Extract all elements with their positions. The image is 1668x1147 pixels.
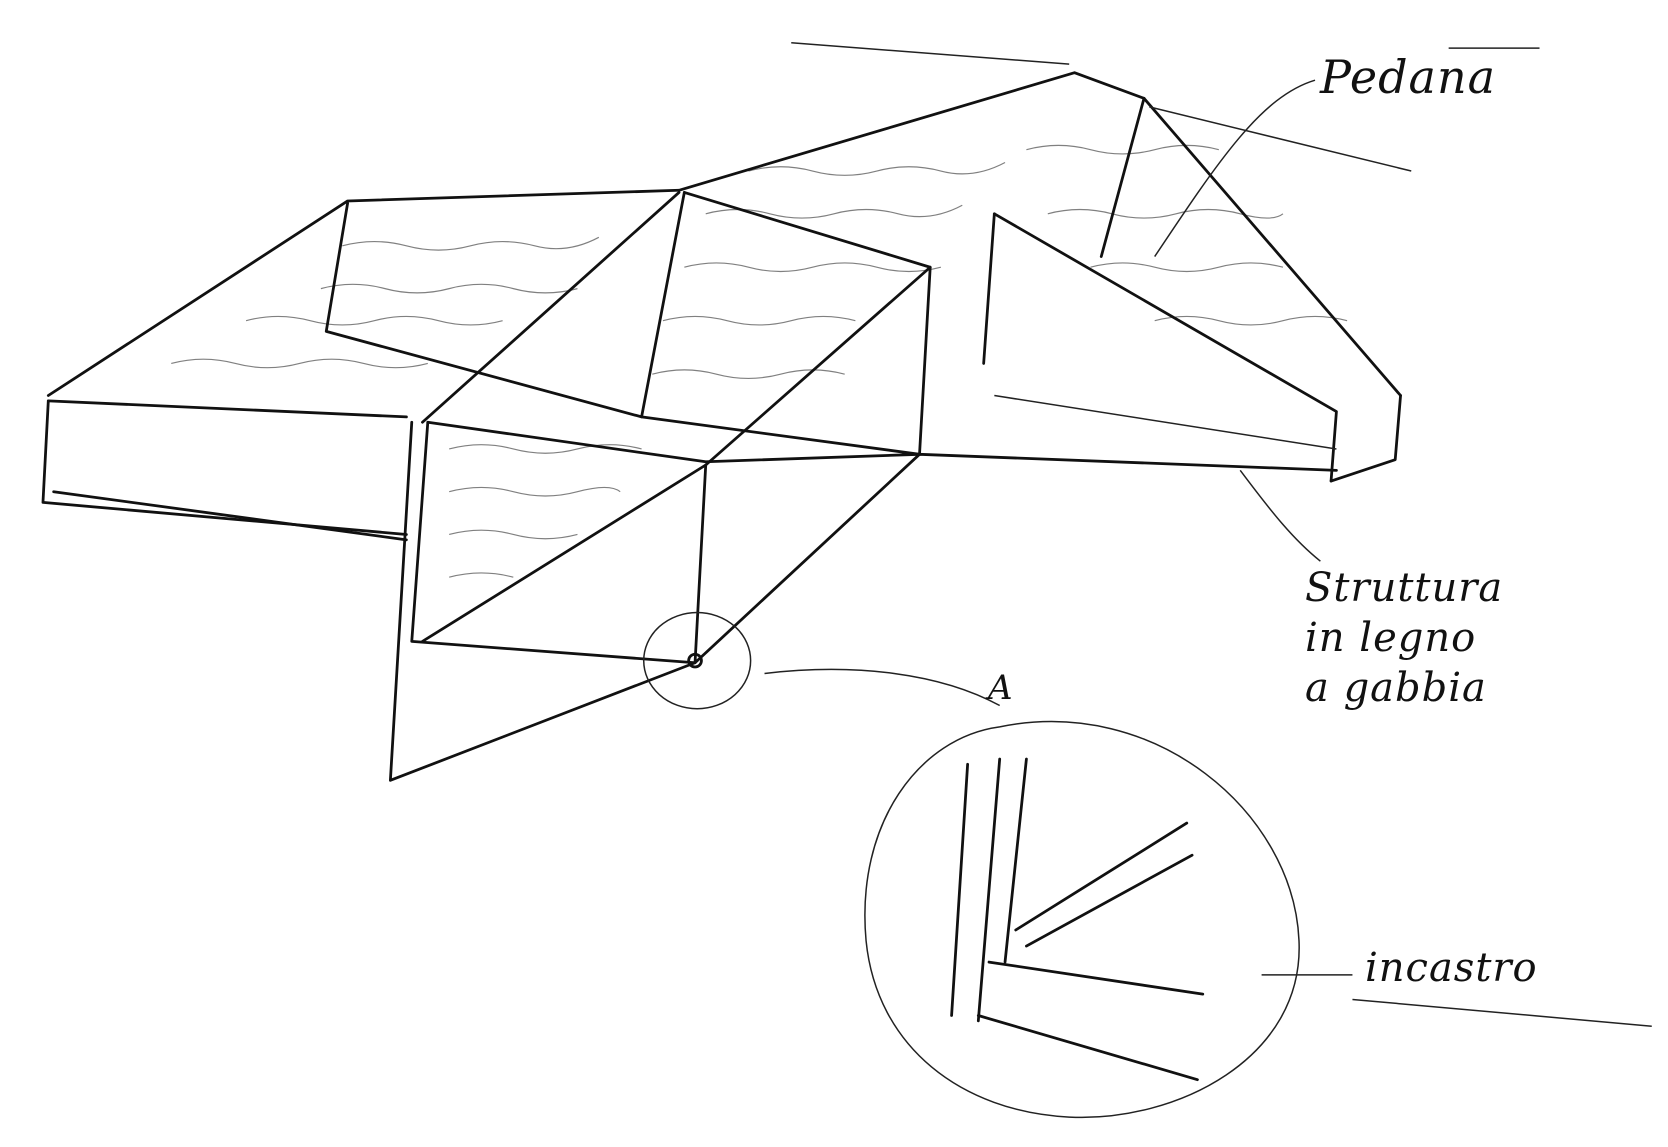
label-platform: Pedana	[1320, 50, 1497, 104]
label-structure-line-1: Struttura	[1305, 565, 1504, 611]
detail-callout	[642, 611, 1300, 1119]
label-structure: Struttura in legno a gabbia	[1305, 565, 1503, 711]
leader-lines	[1154, 47, 1652, 1027]
label-joint: incastro	[1365, 945, 1538, 991]
detail-marker-label: A	[988, 668, 1014, 708]
wooden-cage-structure	[41, 42, 1412, 782]
label-structure-line-3: a gabbia	[1305, 665, 1487, 711]
label-structure-line-2: in legno	[1305, 615, 1477, 661]
roof-hatching	[171, 144, 1348, 578]
